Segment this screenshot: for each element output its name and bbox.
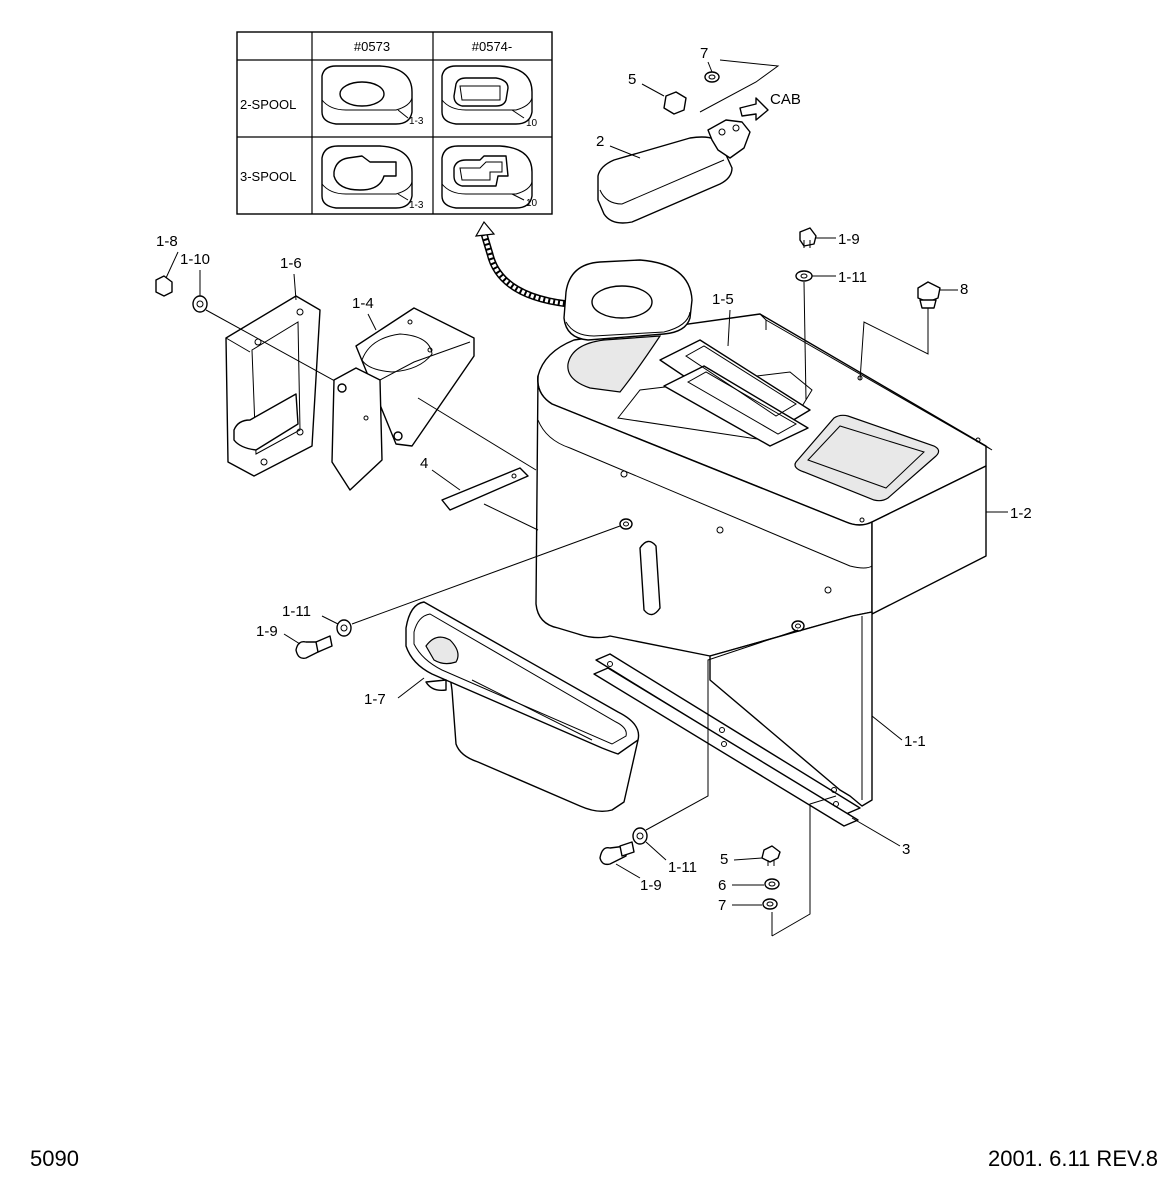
cover-plate-3-spool-0573: 1-3	[321, 145, 424, 211]
label-part-1-7: 1-7	[364, 691, 386, 708]
cover-plate-3-spool-0574: 10	[441, 145, 538, 209]
label-part-1-1: 1-1	[904, 733, 926, 750]
bolt-washer-1-8-1-10: 1-8 1-10	[155, 233, 345, 387]
table-col-header-0574: #0574-	[472, 39, 512, 54]
cover-plate-2-spool-0574: 10	[441, 65, 538, 129]
label-part-7-top: 7	[700, 45, 708, 62]
label-part-5-top: 5	[628, 71, 636, 88]
label-part-1-4: 1-4	[352, 295, 374, 312]
label-part-1-11-top: 1-11	[838, 269, 867, 286]
cover-plate-2-spool-0573: 1-3	[321, 65, 424, 127]
label-part-1-6: 1-6	[280, 255, 302, 272]
label-part-8: 8	[960, 281, 968, 298]
table-cell-3spool-0573: 1-3	[409, 200, 424, 211]
label-part-1-5: 1-5	[712, 291, 734, 308]
bottom-fasteners: 1-9 1-11	[599, 629, 799, 894]
label-part-5-bottom: 5	[720, 851, 728, 868]
label-part-1-9-top: 1-9	[838, 231, 860, 248]
console-housing-part-1-2	[535, 313, 993, 657]
reference-arrow	[474, 220, 569, 308]
page-number: 5090	[30, 1146, 79, 1171]
plate-part-4: 4	[420, 455, 539, 531]
table-row-label-2-spool: 2-SPOOL	[240, 97, 296, 112]
top-bolt-washer-group: 5 7	[628, 45, 720, 115]
armrest-pad-part-2: CAB 2	[596, 59, 801, 224]
table-col-header-0573: #0573	[354, 39, 390, 54]
revision-date: 2001. 6.11 REV.8	[987, 1146, 1158, 1171]
frame-bracket-part-1-6: 1-6	[225, 255, 321, 477]
label-group-1-2: 1-2	[986, 505, 1032, 522]
gasket-frame-part-1-5: 1-5	[659, 291, 811, 447]
table-cell-3spool-0574: 10	[526, 198, 538, 209]
label-part-1-9-left: 1-9	[256, 623, 278, 640]
table-row-label-3-spool: 3-SPOOL	[240, 169, 296, 184]
table-cell-2spool-0573: 1-3	[409, 116, 424, 127]
console-base-part-1-1	[709, 611, 873, 807]
lever-bracket-part-1-4: 1-4	[331, 295, 537, 491]
left-fasteners: 1-11 1-9	[256, 525, 621, 660]
cab-direction-label: CAB	[770, 91, 801, 108]
storage-tray-part-1-7: 1-7	[364, 601, 640, 813]
label-part-6: 6	[718, 877, 726, 894]
label-part-3: 3	[902, 841, 910, 858]
label-part-4: 4	[420, 455, 428, 472]
label-part-2: 2	[596, 133, 604, 150]
top-right-fasteners: 1-9 1-11 8	[795, 227, 968, 401]
label-part-7-bottom: 7	[718, 897, 726, 914]
label-part-1-11-left: 1-11	[282, 603, 311, 620]
label-part-1-8: 1-8	[156, 233, 178, 250]
table-cell-2spool-0574: 10	[526, 118, 538, 129]
label-part-1-2: 1-2	[1010, 505, 1032, 522]
bottom-right-fasteners: 5 6 7	[718, 795, 837, 937]
label-part-1-10: 1-10	[180, 251, 210, 268]
label-part-1-9-bottom: 1-9	[640, 877, 662, 894]
label-part-1-11-bottom: 1-11	[668, 859, 697, 876]
mounting-strip-part-3: 3	[593, 653, 910, 858]
label-group-1-1: 1-1	[871, 715, 926, 750]
variant-table: #0573 #0574- 2-SPOOL 3-SPOOL 1-3 10 1-	[236, 31, 553, 215]
cup-cover-plate	[563, 259, 693, 341]
